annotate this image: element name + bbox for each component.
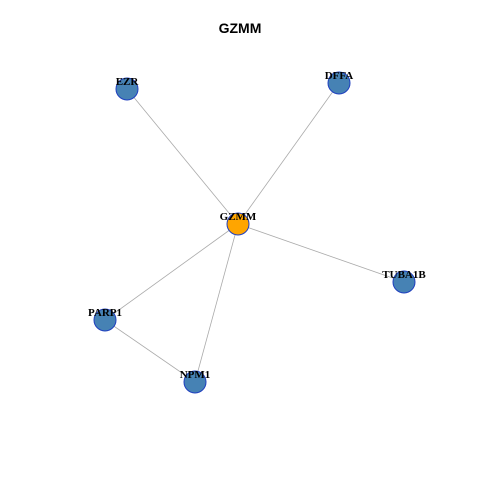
node-circle-ezr[interactable]: [115, 77, 139, 101]
node-label-dffa: DFFA: [325, 70, 354, 82]
node-circle-gzmm[interactable]: [226, 212, 250, 236]
edge-gzmm-tuba1b: [237, 223, 405, 283]
node-label-ezr: EZR: [116, 76, 140, 88]
node-label-parp1: PARP1: [88, 307, 122, 319]
node-label-gzmm: GZMM: [220, 211, 257, 223]
node-parp1[interactable]: PARP1: [88, 307, 122, 332]
node-circle-tuba1b[interactable]: [392, 270, 416, 294]
node-npm1[interactable]: NPM1: [180, 369, 211, 394]
node-label-npm1: NPM1: [180, 369, 211, 381]
node-ezr[interactable]: EZR: [115, 76, 140, 101]
node-circle-npm1[interactable]: [183, 370, 207, 394]
node-circle-parp1[interactable]: [93, 308, 117, 332]
edge-gzmm-parp1: [104, 223, 239, 321]
edges-layer: [104, 82, 405, 383]
node-circle-dffa[interactable]: [327, 71, 351, 95]
node-label-tuba1b: TUBA1B: [382, 269, 426, 281]
edge-gzmm-dffa: [237, 82, 340, 225]
node-dffa[interactable]: DFFA: [325, 70, 354, 95]
node-tuba1b[interactable]: TUBA1B: [382, 269, 426, 294]
edge-gzmm-npm1: [194, 223, 239, 383]
edge-parp1-npm1: [104, 319, 196, 383]
node-gzmm[interactable]: GZMM: [220, 211, 257, 236]
graph-title: GZMM: [218, 20, 262, 36]
edge-gzmm-ezr: [126, 88, 239, 225]
